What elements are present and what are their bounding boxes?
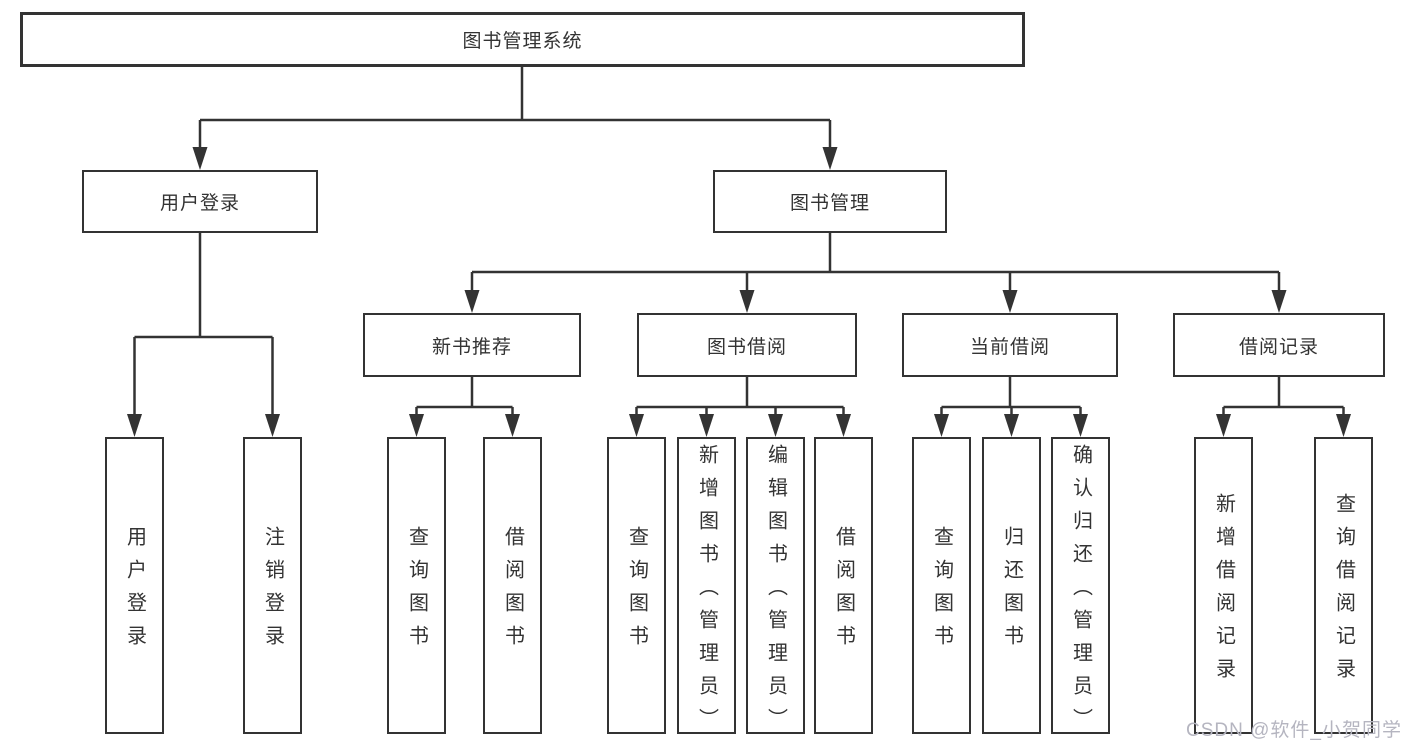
leaf-current-query-books: 查询图书 [912,437,971,734]
node-borrowing-records: 借阅记录 [1173,313,1385,377]
node-label: 查询图书 [625,526,648,658]
leaf-records-query-borrow-record: 查询借阅记录 [1314,437,1373,734]
node-label: 借阅记录 [1238,336,1319,358]
leaf-borrow-borrow-books: 借阅图书 [814,437,873,734]
leaf-borrow-edit-books-admin: 编辑图书（管理员） [746,437,805,741]
arrowheads [127,147,1351,437]
node-library-management-system: 图书管理系统 [20,12,1025,67]
node-label: 新增借阅记录 [1212,493,1235,691]
leaf-user-login: 用户登录 [105,437,164,734]
leaf-logout: 注销登录 [243,437,302,734]
node-label: 注销登录 [261,526,284,658]
node-label: 用户登录 [123,526,146,658]
node-book-management: 图书管理 [713,170,947,233]
node-new-book-recommend: 新书推荐 [363,313,581,377]
leaf-newrec-query-books: 查询图书 [387,437,446,734]
node-current-borrowing: 当前借阅 [902,313,1118,377]
leaf-borrow-add-books-admin: 新增图书（管理员） [677,437,736,741]
node-label: 查询图书 [930,526,953,658]
node-label: 借阅图书 [501,526,524,658]
node-label: 借阅图书 [832,526,855,658]
node-user-login: 用户登录 [82,170,318,233]
node-label: 新书推荐 [431,336,512,358]
node-label: 当前借阅 [969,336,1050,358]
node-label: 图书管理 [789,193,870,214]
csdn-watermark: CSDN @软件_小贺同学 [1186,720,1402,741]
node-label: 查询借阅记录 [1332,493,1355,691]
leaf-records-add-borrow-record: 新增借阅记录 [1194,437,1253,734]
leaf-newrec-borrow-books: 借阅图书 [483,437,542,734]
leaf-current-confirm-return-admin: 确认归还（管理员） [1051,437,1110,741]
leaf-current-return-books: 归还图书 [982,437,1041,734]
node-label: 用户登录 [159,193,240,214]
node-book-borrowing: 图书借阅 [637,313,857,377]
node-label: 归还图书 [1000,526,1023,658]
node-label: 确认归还（管理员） [1069,443,1092,741]
node-label: 编辑图书（管理员） [764,443,787,741]
leaf-borrow-query-books: 查询图书 [607,437,666,734]
node-label: 图书借阅 [706,336,787,358]
node-label: 新增图书（管理员） [695,443,718,741]
node-label: 查询图书 [405,526,428,658]
node-label: 图书管理系统 [462,31,583,52]
